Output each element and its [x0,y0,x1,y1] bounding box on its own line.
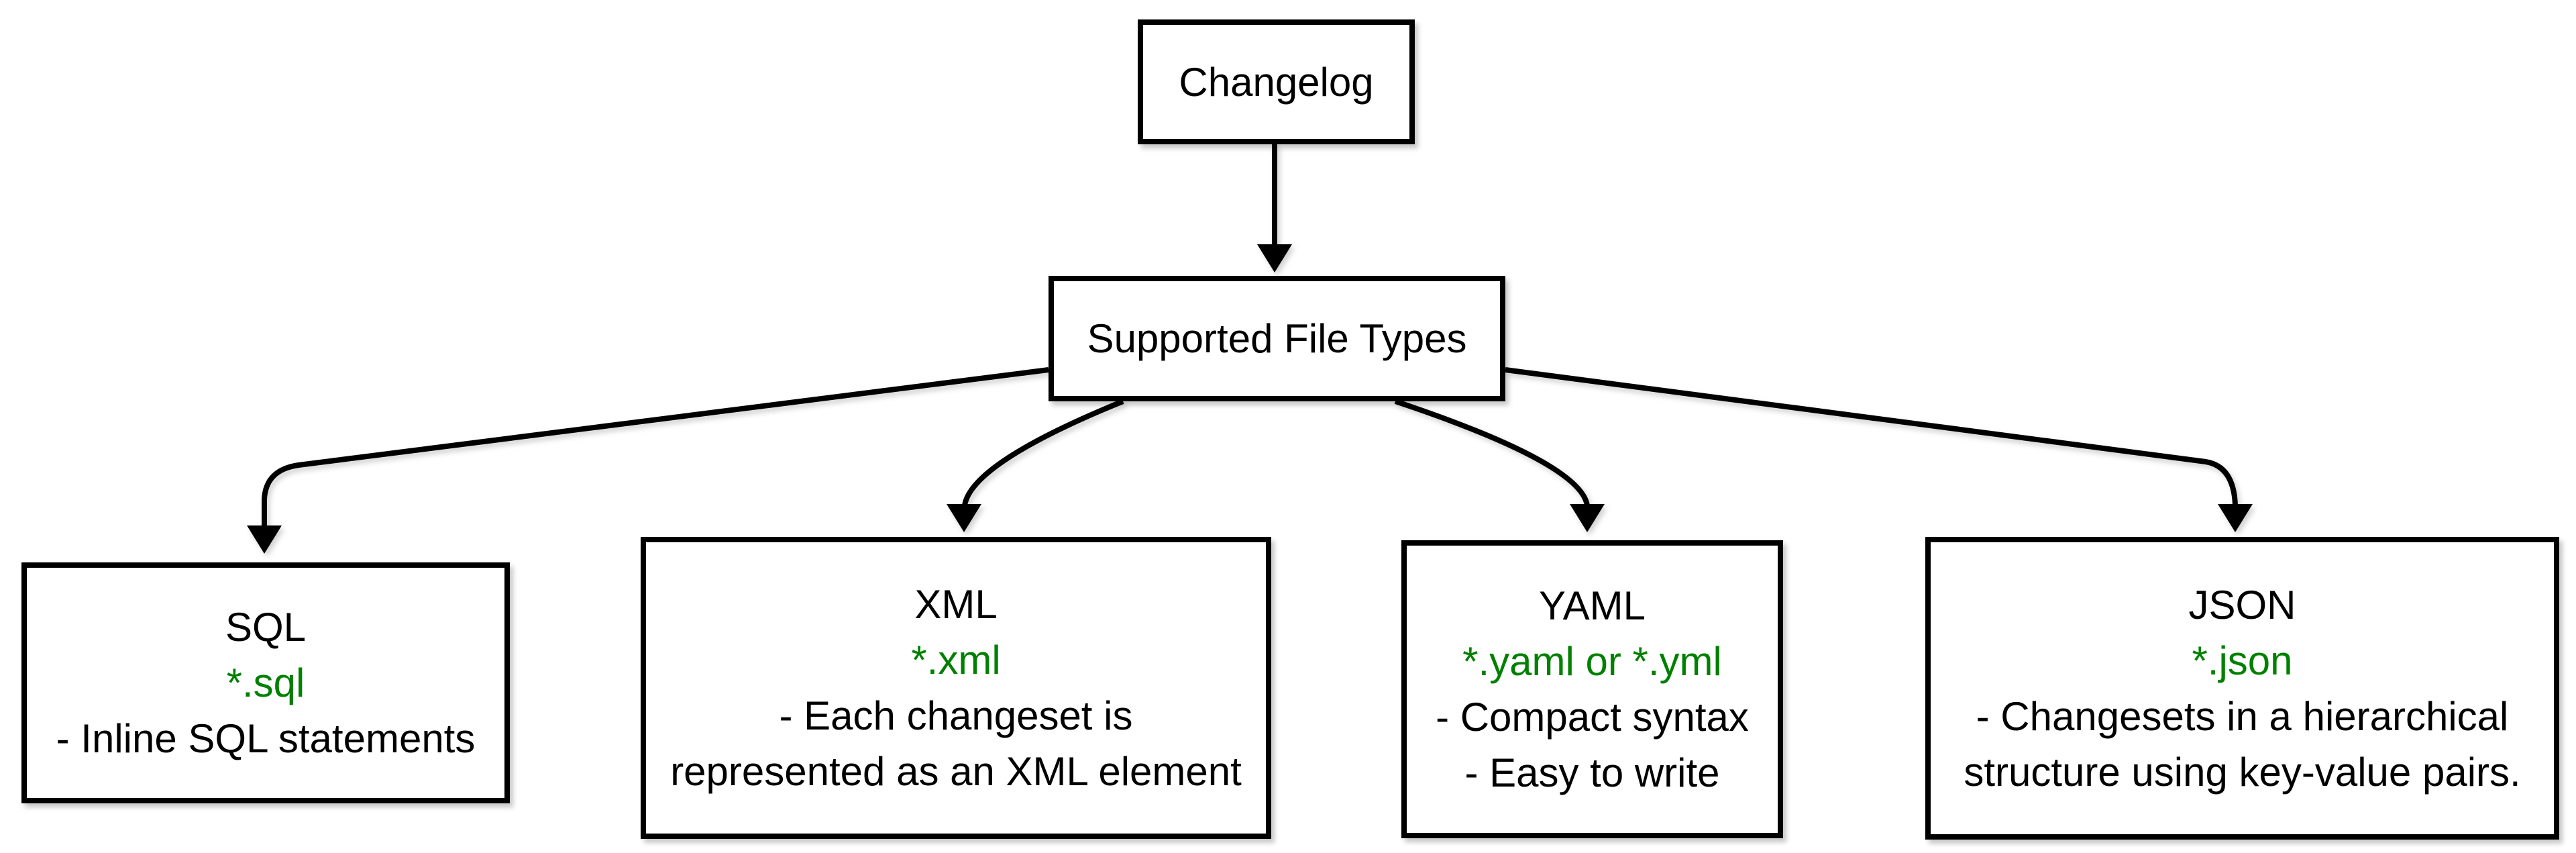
arrowhead-icon [947,504,981,532]
node-supported-file-types: Supported File Types [1049,276,1505,401]
node-sql-title: SQL [225,605,307,650]
node-sql-file-pattern: *.sql [226,660,305,705]
arrowhead-icon [2218,504,2253,532]
arrowhead-icon [247,525,282,554]
node-json-file-pattern: *.json [2192,638,2293,683]
edge-supported-file-types-to-sql [247,367,1049,554]
node-sql: SQL *.sql - Inline SQL statements [21,562,510,803]
node-yaml-desc-line: - Easy to write [1464,750,1720,795]
node-json-desc-line: - Changesets in a hierarchical [1976,693,2509,739]
edge-changelog-to-supported-file-types [1257,144,1292,272]
arrowhead-icon [1570,504,1605,532]
node-supported-file-types-label: Supported File Types [1087,316,1467,361]
node-sql-desc-line: - Inline SQL statements [56,716,476,761]
node-changelog: Changelog [1138,19,1415,144]
edge-supported-file-types-to-xml [947,399,1124,532]
node-xml-title: XML [914,582,998,627]
node-xml-desc-line: - Each changeset is [779,693,1133,738]
node-changelog-label: Changelog [1179,59,1374,105]
node-yaml-desc-line: - Compact syntax [1436,695,1749,740]
node-yaml: YAML *.yaml or *.yml - Compact syntax - … [1401,540,1783,838]
node-json-desc-line: structure using key-value pairs. [1964,749,2521,795]
node-xml-file-pattern: *.xml [911,638,1001,683]
node-yaml-file-pattern: *.yaml or *.yml [1462,639,1722,684]
node-xml: XML *.xml - Each changeset is represente… [641,537,1271,839]
arrowhead-icon [1257,244,1292,272]
node-yaml-title: YAML [1539,583,1646,628]
node-json: JSON *.json - Changesets in a hierarchic… [1925,537,2559,840]
edge-supported-file-types-to-json [1505,367,2253,532]
node-xml-desc-line: represented as an XML element [670,749,1242,794]
node-json-title: JSON [2188,582,2296,628]
edge-supported-file-types-to-yaml [1394,399,1605,532]
